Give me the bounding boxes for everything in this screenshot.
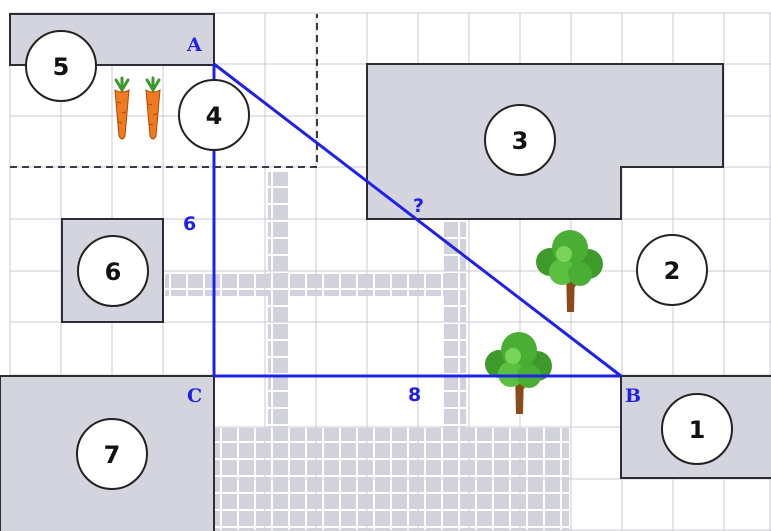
side-cb-length: 8 <box>408 384 421 406</box>
side-ab-hypotenuse <box>213 62 622 378</box>
plot-6-marker <box>77 235 149 307</box>
carrot-icon <box>114 76 130 140</box>
plot-6-number: 6 <box>105 258 122 286</box>
path-vertical-left <box>268 172 290 428</box>
plot-7-marker <box>76 418 148 490</box>
plot-2-marker <box>636 234 708 306</box>
plot-3-marker <box>484 104 556 176</box>
vertex-b-label: B <box>625 385 641 407</box>
plot-3-number: 3 <box>512 127 529 155</box>
plot-2-number: 2 <box>664 257 681 285</box>
carrot-icon <box>145 76 161 140</box>
walkway-tiles <box>165 172 569 531</box>
plot-5-number: 5 <box>53 53 70 81</box>
side-ac-length: 6 <box>183 213 196 235</box>
tree-icon <box>485 332 552 414</box>
path-vertical-right <box>444 220 466 428</box>
plot-4-dashed-boundary <box>10 14 318 168</box>
vertex-a-label: A <box>186 34 202 56</box>
plot-7-number: 7 <box>104 441 121 469</box>
plot-1-number: 1 <box>689 416 706 444</box>
path-horizontal <box>165 274 444 296</box>
plot-4-number: 4 <box>206 102 223 130</box>
paved-area <box>215 428 569 531</box>
plot-4-marker <box>178 79 250 151</box>
plot-5-marker <box>25 30 97 102</box>
vertex-c-label: C <box>187 385 202 407</box>
tree-icon <box>536 230 603 312</box>
plot-1-marker <box>661 393 733 465</box>
side-ab-unknown: ? <box>413 195 424 217</box>
